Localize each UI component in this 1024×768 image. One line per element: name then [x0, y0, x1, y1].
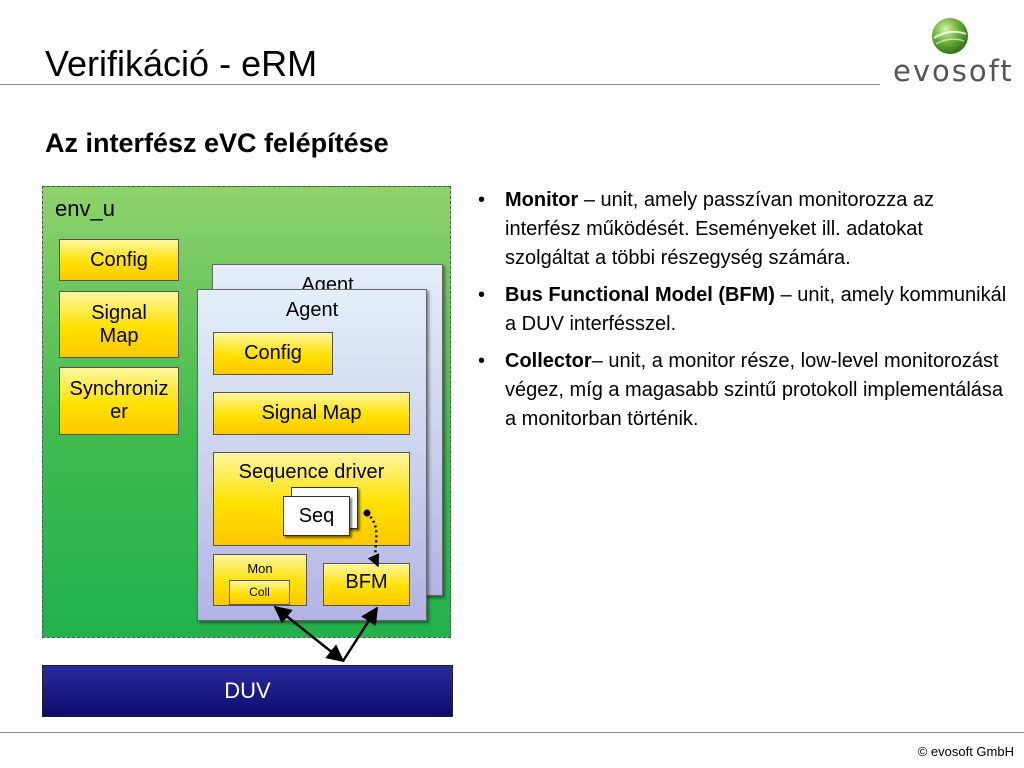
duv-coll-arrow: [273, 605, 345, 663]
sequence-driver-label: Sequence driver: [238, 461, 385, 483]
duv-block: DUV: [42, 665, 453, 717]
agent-signal-map-block: Signal Map: [213, 392, 410, 435]
collector-block: Coll: [229, 580, 290, 605]
agent-config-label: Config: [244, 342, 302, 364]
bullet-item: •Bus Functional Model (BFM) – unit, amel…: [478, 284, 1007, 335]
agent-signal-map-label: Signal Map: [261, 402, 362, 424]
slide-subtitle: Az interfész eVC felépítése: [45, 128, 389, 158]
bfm-label: BFM: [345, 571, 388, 593]
seq-label: Seq: [298, 504, 335, 527]
footer-divider: [0, 732, 1024, 733]
mon-label: Mon: [247, 561, 273, 576]
footer-copyright: © evosoft GmbH: [917, 744, 1014, 759]
bullet-text: – unit, amely passzívan monitorozza az i…: [505, 189, 935, 269]
evosoft-logo-icon: [932, 18, 968, 54]
coll-label: Coll: [249, 585, 270, 599]
bullet-term: Collector: [505, 350, 592, 372]
seq-to-bfm-arrow: [366, 512, 380, 568]
agent-front-label: Agent: [285, 299, 339, 321]
page-title: Verifikáció - eRM: [45, 43, 318, 84]
duv-label: DUV: [224, 678, 271, 703]
bfm-block: BFM: [323, 563, 410, 606]
env-signal-map-label: Signal Map: [91, 301, 147, 347]
title-divider: [0, 84, 880, 85]
duv-bfm-arrow: [341, 606, 379, 662]
bullet-term: Bus Functional Model (BFM): [505, 284, 775, 306]
env-synchronizer-label: Synchronizer: [69, 378, 169, 423]
bullet-text: – unit, amely kommunikál a DUV interféss…: [505, 284, 1007, 335]
env-config-label: Config: [90, 248, 148, 271]
bullet-list: •Monitor – unit, amely passzívan monitor…: [478, 186, 1008, 442]
seq-card: Seq: [283, 496, 350, 536]
bullet-item: •Collector– unit, a monitor része, low-l…: [478, 350, 1004, 430]
env-config-block: Config: [59, 239, 179, 281]
agent-config-block: Config: [213, 332, 333, 375]
bullet-text: – unit, a monitor része, low-level monit…: [505, 350, 1004, 430]
evosoft-logo-text: evosoft: [893, 54, 1014, 88]
bullet-term: Monitor: [505, 189, 579, 211]
env-synchronizer-block: Synchronizer: [59, 367, 179, 435]
bullet-item: •Monitor – unit, amely passzívan monitor…: [478, 189, 935, 269]
env-u-label: env_u: [55, 196, 115, 221]
env-signal-map-block: Signal Map: [59, 291, 179, 358]
